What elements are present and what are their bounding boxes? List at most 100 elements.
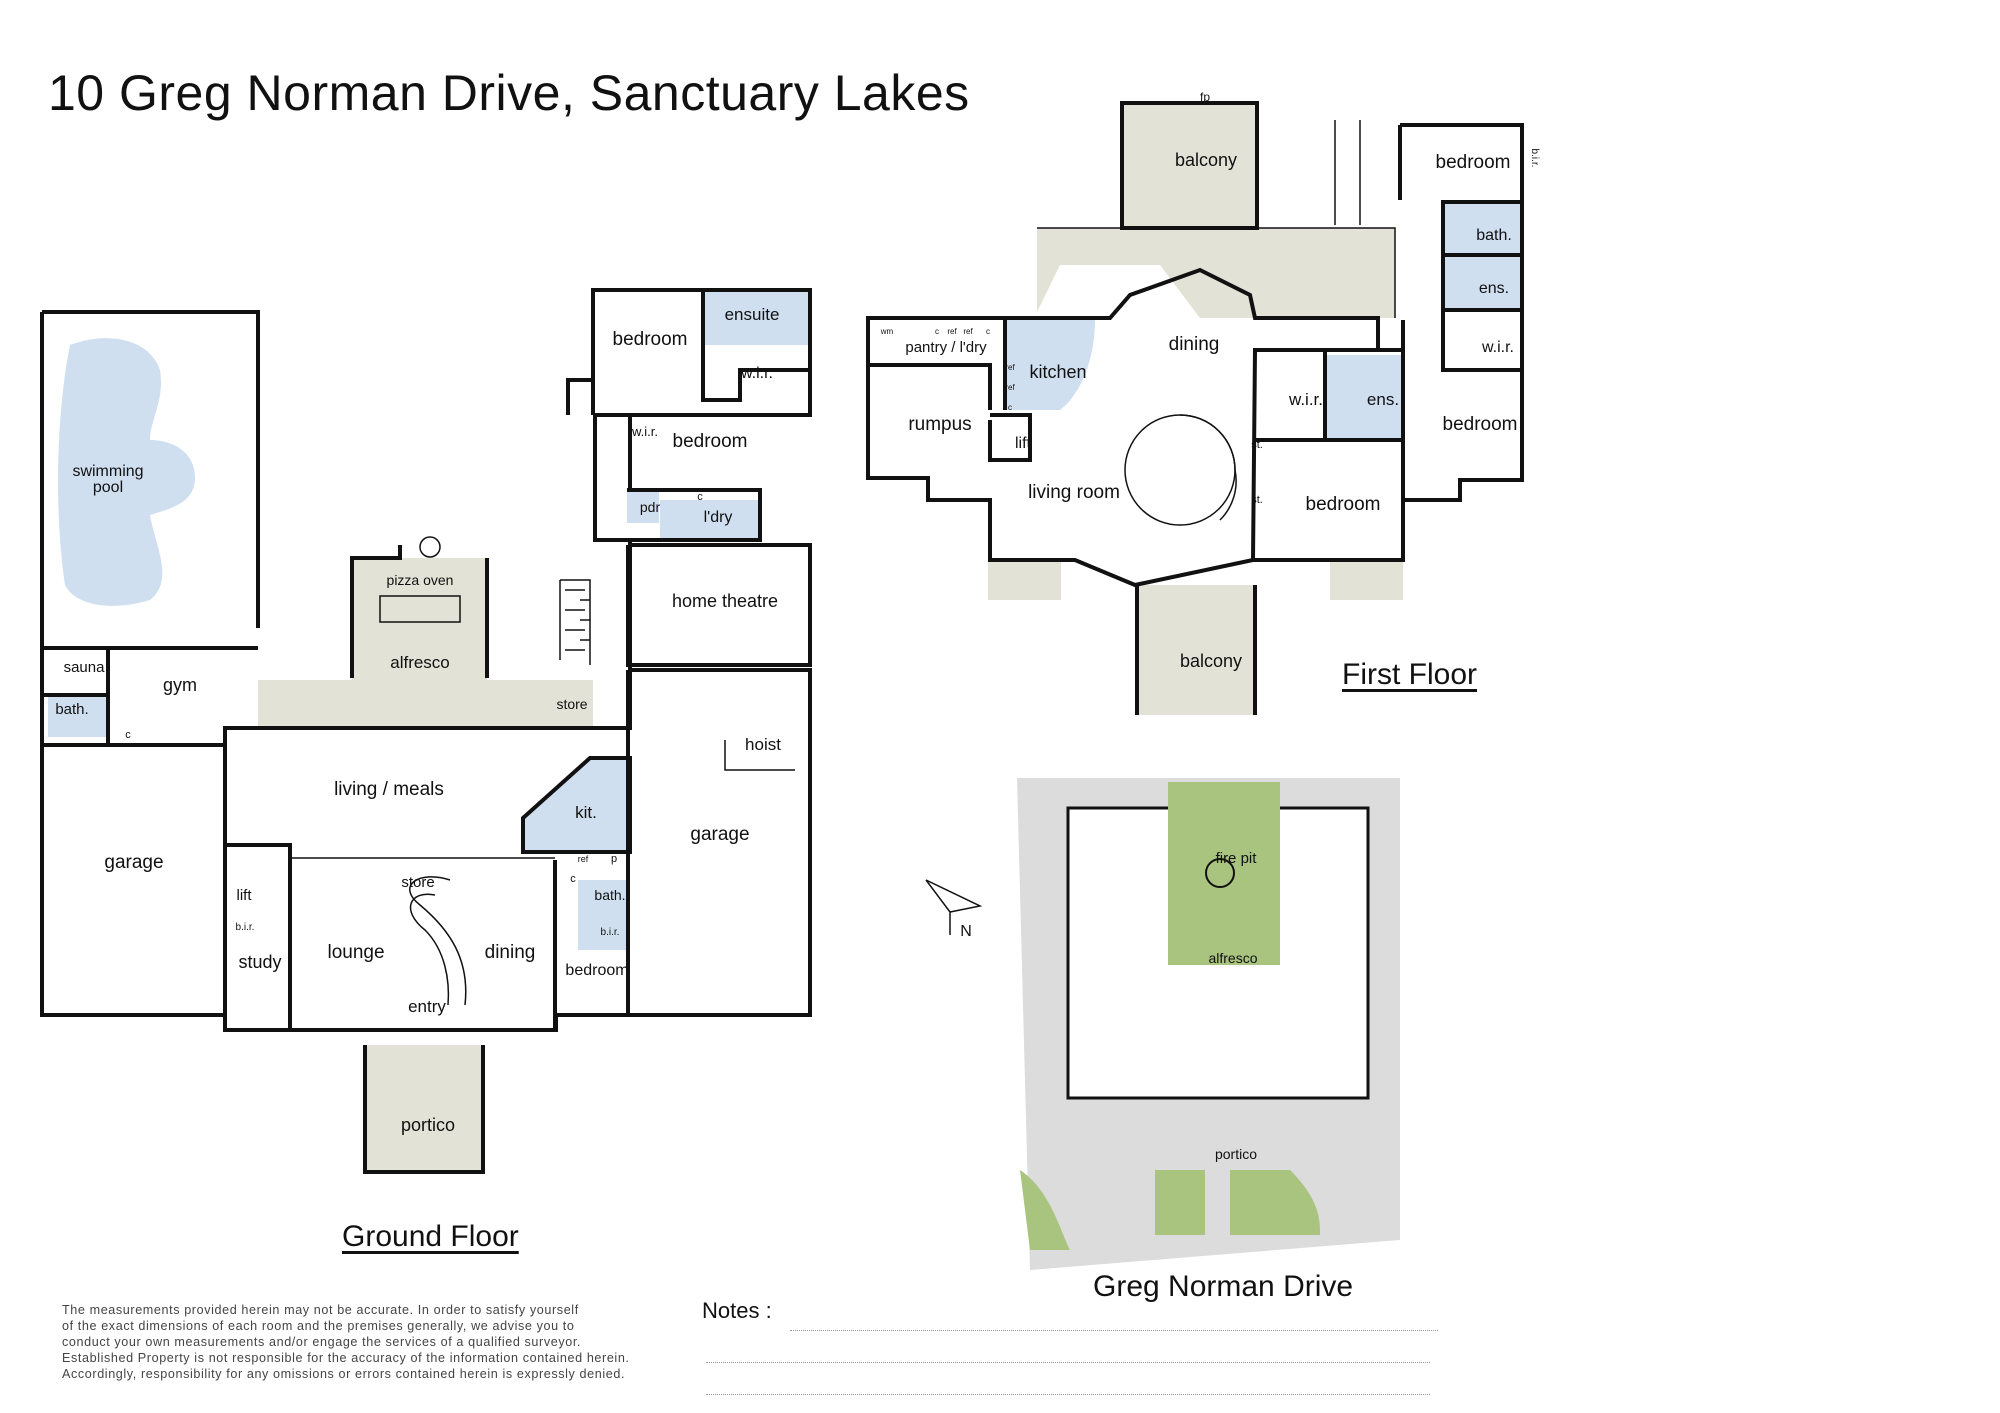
bay-fill [988,562,1061,600]
site-plan [925,778,1400,1270]
notes-label: Notes : [702,1298,772,1323]
label-garage: garage [104,852,163,873]
label-dining: dining [1169,334,1220,355]
label-pool: pool [93,479,123,496]
disclaimer-line: conduct your own measurements and/or eng… [62,1335,582,1349]
label-ens: ens. [1367,390,1399,409]
label-pizza-oven: pizza oven [387,572,454,588]
balcony-top-fill [1122,103,1257,228]
label-kit: kit. [575,803,597,822]
ens-fill [1325,355,1405,440]
label-c: c [570,873,576,885]
label-bedroom: bedroom [613,329,688,350]
disclaimer-line: Accordingly, responsibility for any omis… [62,1367,626,1381]
label-dining: dining [485,942,536,963]
portico-fill [365,1045,483,1170]
label-wir: w.i.r. [1288,390,1323,409]
lawn [1230,1170,1320,1235]
label-ldry: l'dry [704,509,733,526]
lawn-court [1168,782,1280,965]
external-stair [1334,120,1361,225]
label-bir: b.i.r. [601,927,620,938]
bedroom-east-walls [1401,200,1524,502]
hoist-line [724,740,795,771]
label-bath: bath. [1476,227,1512,244]
label-rumpus: rumpus [908,414,971,435]
balcony-bottom-fill [1137,585,1255,715]
terrace-fill [1037,228,1395,318]
label-ref: ref [578,854,589,864]
label-bedroom: bedroom [1443,414,1518,435]
oven-outline [419,536,441,558]
label-lift: lift [1015,435,1032,452]
label-balcony: balcony [1180,651,1242,671]
label-p: p [611,853,617,865]
disclaimer-line: The measurements provided herein may not… [62,1303,579,1317]
label-st: st. [1251,439,1263,451]
label-hoist: hoist [745,735,781,754]
label-lounge: lounge [327,942,384,963]
garage1-walls [40,743,227,1017]
label-wir: w.i.r. [740,365,773,382]
label-living-room: living room [1028,482,1120,503]
study-walls [225,843,292,1030]
label-ensuite: ensuite [725,305,780,324]
label-gym: gym [163,675,197,695]
label-st: st. [1251,494,1263,506]
label-lift: lift [237,887,253,904]
disclaimer: The measurements provided herein may not… [62,1302,682,1382]
north-label: N [960,923,972,940]
pizza-walls [350,545,489,678]
label-c: c [125,729,131,741]
label-home-theatre: home theatre [672,591,778,611]
labels: swimming pool bedroom ensuite w.i.r. w.i… [55,90,1540,1162]
label-c: c [986,327,990,336]
label-bedroom: bedroom [1306,494,1381,515]
bath-fill [48,695,108,737]
label-fp: fp [1200,90,1210,104]
ground-floor-heading: Ground Floor [342,1220,519,1253]
stairs [560,579,591,665]
wall [42,650,110,745]
notes-line [790,1330,1438,1331]
label-bedroom: bedroom [673,431,748,452]
wall [701,290,808,402]
north-arrow [925,879,983,935]
label-c: c [697,491,703,503]
ldry-fill [660,500,760,540]
label-ref: ref [963,327,973,336]
pool-water [58,338,196,606]
balcony-posts [1135,585,1257,715]
label-sauna: sauna [64,659,106,676]
terrace-edge [1037,227,1396,318]
disclaimer-line: of the exact dimensions of each room and… [62,1319,575,1333]
lawn [1020,1170,1070,1250]
label-fire-pit: fire pit [1216,850,1258,867]
wall [868,320,1032,462]
label-alfresco: alfresco [1208,950,1257,966]
pdr-fill [627,490,659,523]
kitchen-bench [521,756,632,854]
alfresco-fill [352,558,487,680]
stair-curve [409,893,450,1006]
theatre-walls [626,543,812,667]
label-entry: entry [408,997,446,1016]
stair-curve [409,876,467,1006]
label-bath: bath. [55,701,88,718]
label-bath: bath. [594,887,625,903]
label-kitchen: kitchen [1029,362,1086,382]
wall [627,415,762,542]
first-floor-walls [866,267,1380,588]
bath2-fill [578,880,628,950]
garage2-walls [626,668,812,1017]
label-swimming: swimming [72,463,143,480]
bay-fill [1330,562,1403,600]
label-balcony: balcony [1175,150,1237,170]
label-wir: w.i.r. [631,424,658,439]
label-wir: w.i.r. [1481,339,1514,356]
notes-line [706,1362,1430,1363]
label-ref: ref [1005,363,1015,372]
disclaimer-line: Established Property is not responsible … [62,1351,630,1365]
stairs [559,580,585,660]
